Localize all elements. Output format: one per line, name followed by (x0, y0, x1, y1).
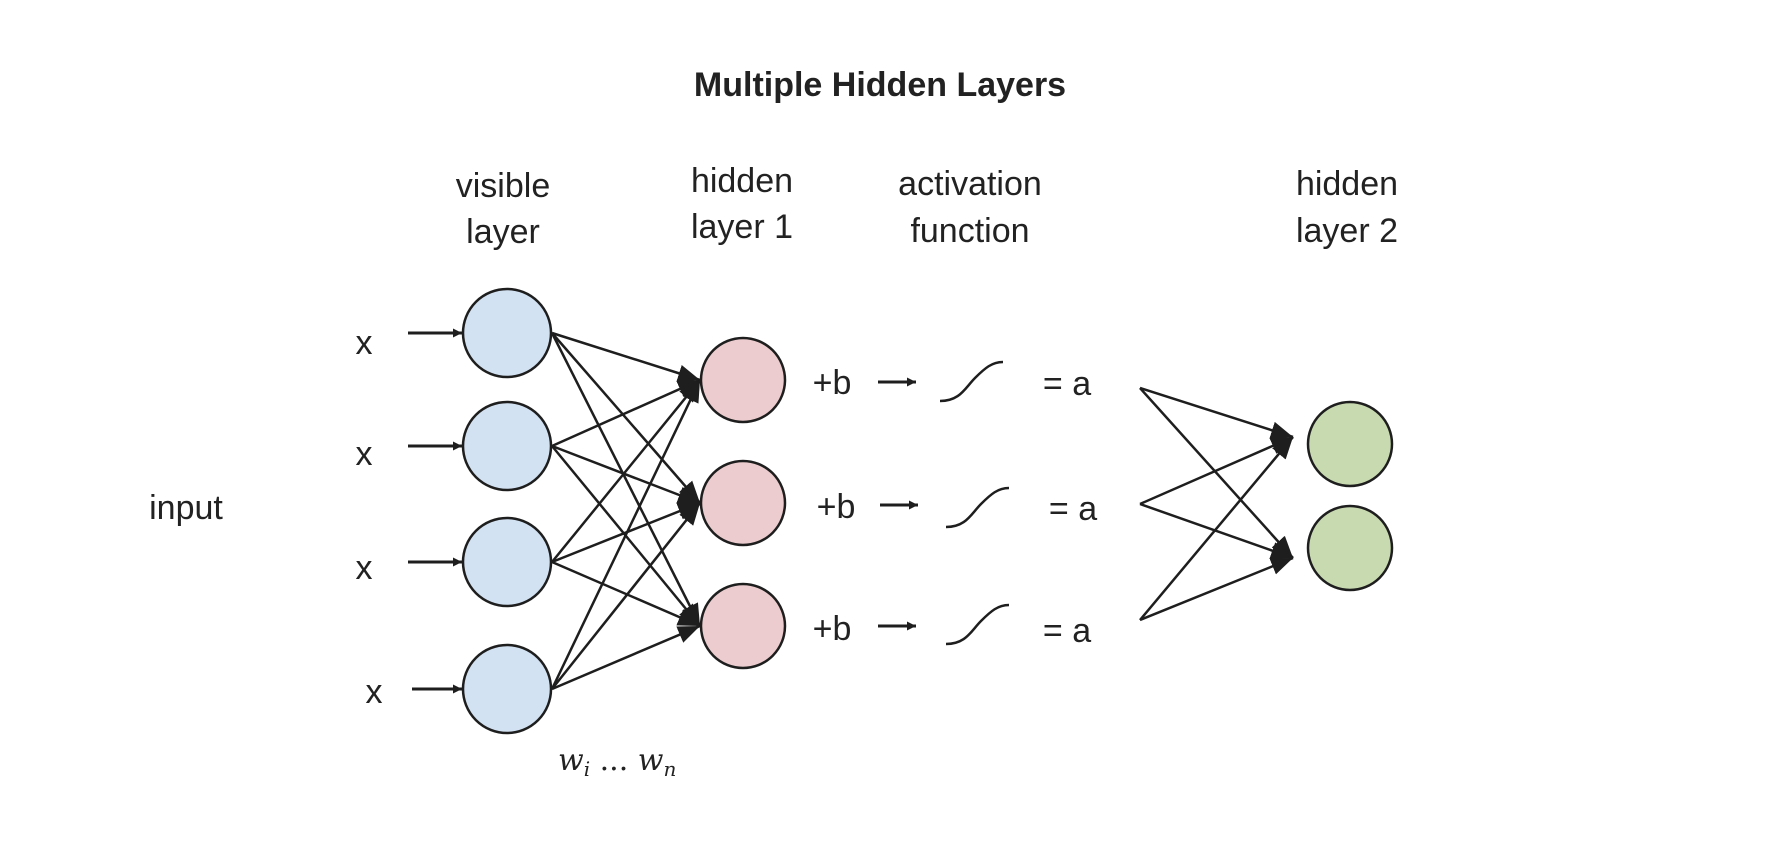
hidden1-node-2 (699, 459, 787, 547)
hidden-layer-1-header-line1: hidden (691, 162, 793, 200)
hidden-layer-2-header-line1: hidden (1296, 165, 1398, 203)
input-x-3: x (356, 549, 373, 587)
hidden2-node-2 (1306, 504, 1394, 592)
bias-label-3: +b (813, 610, 852, 648)
hidden-layer-2-nodes (1306, 400, 1394, 592)
input-x-4: x (366, 673, 383, 711)
hidden2-node-1 (1306, 400, 1394, 488)
activation-function-header-line2: function (910, 212, 1029, 250)
bias-to-activation-arrows (878, 377, 918, 631)
sigmoid-icon (945, 603, 1010, 646)
bias-label-2: +b (817, 488, 856, 526)
hidden1-node-3 (699, 582, 787, 670)
visible-layer-nodes (461, 287, 553, 735)
visible-node-3 (461, 516, 553, 608)
to-hidden2-connections (1139, 386, 1294, 622)
input-arrows (408, 328, 462, 694)
sigmoid-icon (945, 486, 1010, 529)
weights-label: wi ... wn (558, 743, 676, 781)
visible-node-1 (461, 287, 553, 379)
hidden-layer-2-header-line2: layer 2 (1296, 212, 1398, 250)
visible-node-2 (461, 400, 553, 492)
activation-output-2: = a (1049, 490, 1097, 528)
visible-to-hidden1-connections (550, 331, 702, 691)
bias-label-1: +b (813, 364, 852, 402)
activation-output-3: = a (1043, 612, 1091, 650)
hidden-layer-1-header-line2: layer 1 (691, 208, 793, 246)
activation-function-header-line1: activation (898, 165, 1042, 203)
input-label: input (149, 489, 223, 527)
hidden1-node-1 (699, 336, 787, 424)
visible-node-4 (461, 643, 553, 735)
activation-curves (939, 360, 1010, 646)
visible-layer-header-line1: visible (456, 167, 550, 205)
activation-output-1: = a (1043, 365, 1091, 403)
input-x-2: x (356, 435, 373, 473)
diagram-title: Multiple Hidden Layers (694, 66, 1066, 104)
visible-layer-header-line2: layer (466, 213, 540, 251)
hidden-layer-1-nodes (699, 336, 787, 670)
sigmoid-icon (939, 360, 1004, 403)
input-x-1: x (356, 324, 373, 362)
